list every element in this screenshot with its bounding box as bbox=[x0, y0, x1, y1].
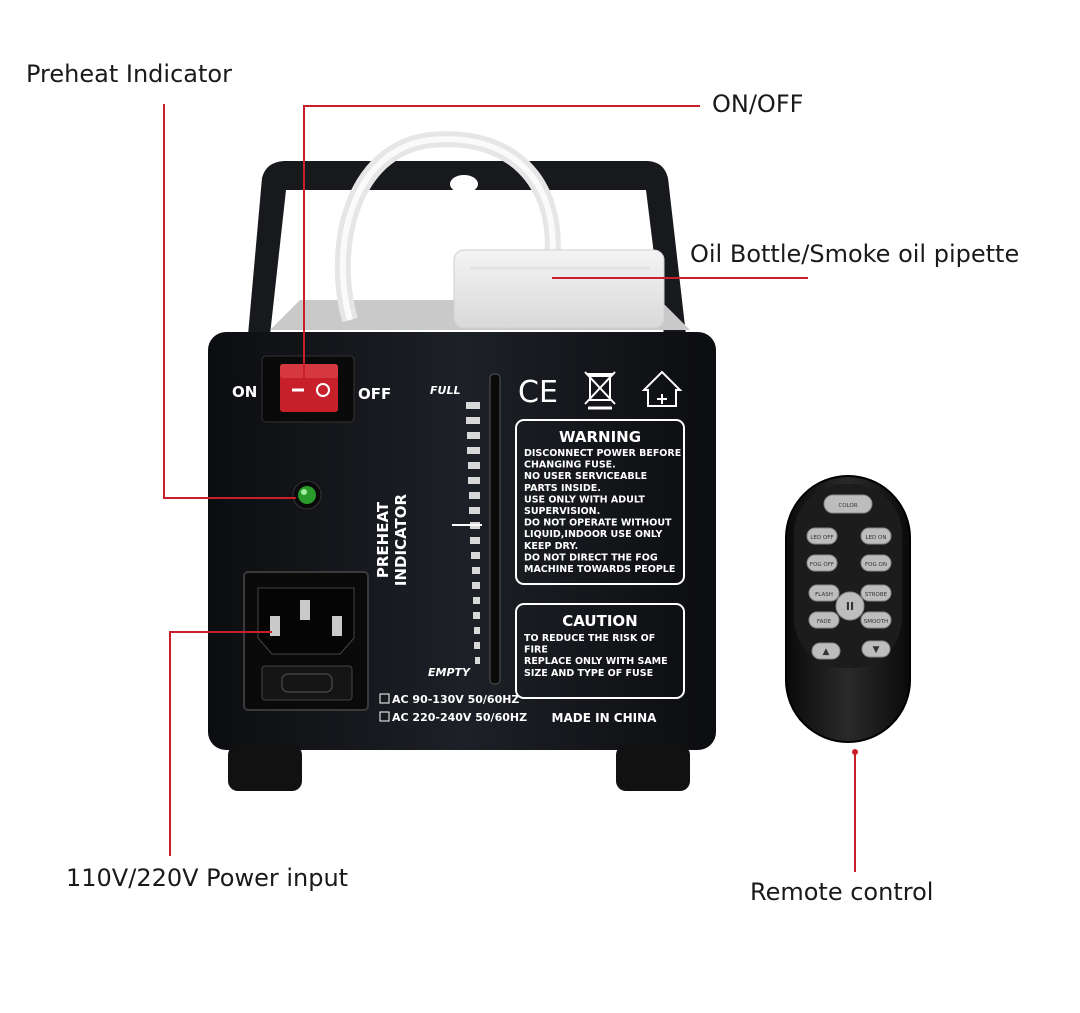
remote-fog-off-button-label: FOG OFF bbox=[810, 562, 834, 568]
gauge-empty-label: EMPTY bbox=[428, 666, 471, 679]
leader-power bbox=[169, 631, 272, 856]
leader-onoff bbox=[303, 105, 700, 378]
foot-right bbox=[616, 745, 690, 791]
callout-power-input: 110V/220V Power input bbox=[66, 864, 349, 892]
ce-mark-icon: CE bbox=[518, 375, 558, 410]
gauge-tick bbox=[472, 582, 480, 589]
gauge-tick bbox=[473, 597, 480, 604]
gauge-tick bbox=[473, 612, 480, 619]
gauge-tick bbox=[466, 402, 480, 409]
gauge-tick bbox=[474, 627, 480, 634]
indicator-vertical-label: INDICATOR bbox=[392, 493, 410, 586]
caution-title: CAUTION bbox=[562, 612, 637, 630]
caution-line: SIZE AND TYPE OF FUSE bbox=[524, 668, 653, 679]
gauge-tick bbox=[469, 507, 480, 514]
warning-line: SUPERVISION. bbox=[524, 506, 600, 517]
remote-led-on-button-label: LED ON bbox=[866, 535, 887, 541]
remote-color-button-label: COLOR bbox=[838, 503, 857, 509]
gauge-tick bbox=[468, 477, 480, 484]
warning-line: DO NOT OPERATE WITHOUT bbox=[524, 518, 672, 529]
remote-smooth-button-label: SMOOTH bbox=[864, 619, 888, 625]
made-in-label: MADE IN CHINA bbox=[552, 711, 658, 725]
callout-preheat-indicator: Preheat Indicator bbox=[26, 60, 232, 88]
gauge-tick bbox=[471, 552, 480, 559]
power-switch[interactable] bbox=[261, 355, 355, 423]
caution-line: REPLACE ONLY WITH SAME bbox=[524, 656, 668, 667]
gauge-tick bbox=[472, 567, 480, 574]
callout-remote-control: Remote control bbox=[750, 878, 934, 906]
remote-strobe-button-label: STROBE bbox=[865, 592, 888, 598]
remote-smooth-button[interactable]: SMOOTH bbox=[860, 611, 892, 629]
warning-line: DISCONNECT POWER BEFORE bbox=[524, 448, 681, 459]
power-inlet bbox=[243, 571, 369, 711]
remote-led-off-button-label: LED OFF bbox=[810, 535, 833, 541]
warning-title: WARNING bbox=[559, 428, 641, 446]
leader-preheat bbox=[163, 104, 296, 499]
warning-line: PARTS INSIDE. bbox=[524, 483, 601, 494]
warning-line: CHANGING FUSE. bbox=[524, 460, 616, 471]
gauge-tick bbox=[468, 462, 480, 469]
remote-fade-button[interactable]: FADE bbox=[808, 611, 840, 629]
preheat-led bbox=[298, 486, 316, 504]
caution-line: FIRE bbox=[524, 645, 548, 656]
preheat-vertical-label: PREHEAT bbox=[374, 501, 392, 578]
foot-left bbox=[228, 745, 302, 791]
gauge-tick bbox=[466, 417, 480, 424]
remote-up-button[interactable]: ▲ bbox=[811, 642, 841, 660]
remote-strobe-button[interactable]: STROBE bbox=[860, 584, 892, 602]
remote-pause-label: II bbox=[846, 600, 854, 613]
callout-on-off: ON/OFF bbox=[712, 90, 804, 118]
handle-hole bbox=[450, 175, 478, 193]
remote-fog-on-button-label: FOG ON bbox=[865, 562, 887, 568]
gauge-full-label: FULL bbox=[430, 384, 460, 397]
fluid-gauge: FULL EMPTY bbox=[428, 373, 501, 685]
remote-flash-button-label: FLASH bbox=[815, 592, 833, 598]
remote-fog-off-button[interactable]: FOG OFF bbox=[806, 554, 838, 572]
warning-line: LIQUID,INDOOR USE ONLY bbox=[524, 529, 663, 540]
warning-line: USE ONLY WITH ADULT bbox=[524, 494, 645, 505]
voltage-2-label: AC 220-240V 50/60HZ bbox=[392, 711, 527, 724]
callout-oil-bottle: Oil Bottle/Smoke oil pipette bbox=[690, 240, 1020, 268]
gauge-window bbox=[489, 373, 501, 685]
fuse-drawer bbox=[261, 665, 353, 701]
gauge-tick bbox=[474, 642, 480, 649]
warning-line: DO NOT DIRECT THE FOG bbox=[524, 552, 658, 563]
remote-up-button-label: ▲ bbox=[823, 647, 830, 657]
voltage-1-checkbox bbox=[379, 693, 390, 704]
gauge-tick bbox=[467, 432, 480, 439]
oil-bottle bbox=[334, 131, 665, 329]
remote-flash-button[interactable]: FLASH bbox=[808, 584, 840, 602]
caution-box bbox=[515, 603, 685, 699]
remote-led-off-button[interactable]: LED OFF bbox=[806, 527, 838, 545]
remote-color-button[interactable]: COLOR bbox=[823, 494, 873, 514]
remote-pause-button[interactable]: II bbox=[835, 591, 865, 621]
carry-handle bbox=[248, 161, 686, 335]
remote-led-on-button[interactable]: LED ON bbox=[860, 527, 892, 545]
certification-icons: CE bbox=[518, 370, 683, 410]
warning-line: MACHINE TOWARDS PEOPLE bbox=[524, 564, 675, 575]
gauge-tick bbox=[469, 492, 480, 499]
gauge-tick bbox=[470, 537, 480, 544]
gauge-tick bbox=[467, 447, 480, 454]
warning-line: NO USER SERVICEABLE bbox=[524, 471, 647, 482]
remote-down-button-label: ▼ bbox=[873, 645, 880, 655]
warning-line: KEEP DRY. bbox=[524, 541, 578, 552]
gauge-tick bbox=[475, 657, 480, 664]
warning-box bbox=[515, 419, 685, 585]
switch-on-label: ON bbox=[232, 383, 257, 401]
remote-down-button[interactable]: ▼ bbox=[861, 640, 891, 658]
remote-fog-on-button[interactable]: FOG ON bbox=[860, 554, 892, 572]
remote-fade-button-label: FADE bbox=[817, 619, 832, 625]
weee-bin-icon bbox=[584, 371, 616, 410]
voltage-2-checkbox bbox=[379, 711, 390, 722]
caution-line: TO REDUCE THE RISK OF bbox=[524, 633, 655, 644]
leader-lines bbox=[163, 104, 856, 872]
voltage-1-label: AC 90-130V 50/60HZ bbox=[392, 693, 519, 706]
switch-off-label: OFF bbox=[358, 385, 391, 403]
indoor-use-icon bbox=[641, 370, 683, 407]
